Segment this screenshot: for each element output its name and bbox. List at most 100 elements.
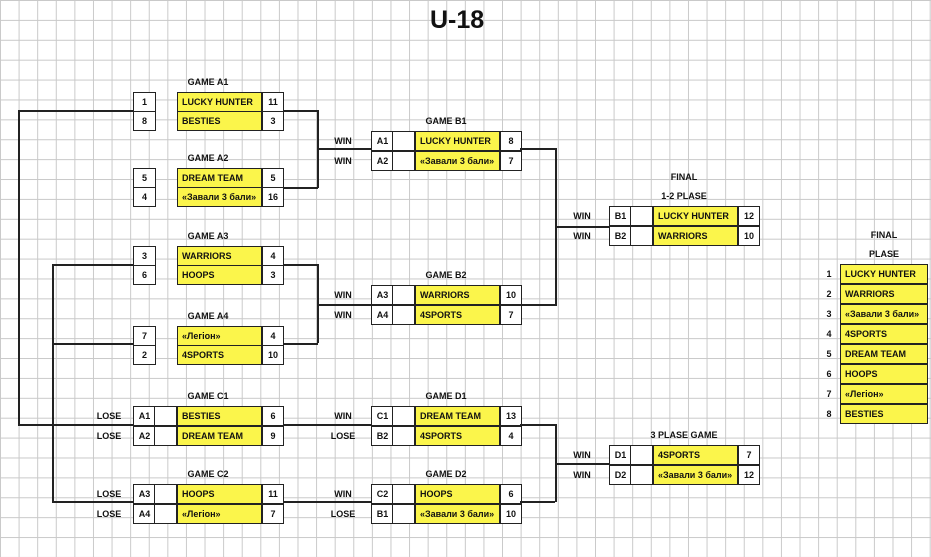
team-cell[interactable]: 4SPORTS <box>415 426 500 446</box>
blank-cell[interactable] <box>392 305 415 325</box>
source-cell[interactable]: A2 <box>371 151 394 171</box>
team-cell[interactable]: HOOPS <box>415 484 500 504</box>
blank-cell[interactable] <box>392 406 415 426</box>
score-cell[interactable]: 4 <box>262 246 284 266</box>
score-cell[interactable]: 4 <box>500 426 522 446</box>
blank-cell[interactable] <box>630 465 653 485</box>
standings-team[interactable]: LUCKY HUNTER <box>840 264 928 284</box>
score-cell[interactable]: 6 <box>262 406 284 426</box>
standings-team[interactable]: «Завали 3 бали» <box>840 304 928 324</box>
team-cell[interactable]: LUCKY HUNTER <box>415 131 500 151</box>
seed-cell[interactable]: 8 <box>133 111 156 131</box>
team-cell[interactable]: «Легіон» <box>177 504 262 524</box>
seed-cell[interactable]: 2 <box>133 345 156 365</box>
team-cell[interactable]: LUCKY HUNTER <box>653 206 738 226</box>
score-cell[interactable]: 7 <box>738 445 760 465</box>
source-cell[interactable]: D1 <box>609 445 632 465</box>
standings-team[interactable]: WARRIORS <box>840 284 928 304</box>
team-cell[interactable]: DREAM TEAM <box>177 168 262 188</box>
score-cell[interactable]: 5 <box>262 168 284 188</box>
seed-cell[interactable]: 3 <box>133 246 156 266</box>
team-cell[interactable]: BESTIES <box>177 111 262 131</box>
blank-cell[interactable] <box>392 131 415 151</box>
source-cell[interactable]: A3 <box>133 484 156 504</box>
score-cell[interactable]: 8 <box>500 131 522 151</box>
standings-team[interactable]: HOOPS <box>840 364 928 384</box>
blank-cell[interactable] <box>154 426 177 446</box>
team-cell[interactable]: WARRIORS <box>177 246 262 266</box>
seed-cell[interactable]: 4 <box>133 187 156 207</box>
source-cell[interactable]: B2 <box>609 226 632 246</box>
score-cell[interactable]: 16 <box>262 187 284 207</box>
source-cell[interactable]: C2 <box>371 484 394 504</box>
standings-team[interactable]: DREAM TEAM <box>840 344 928 364</box>
team-cell[interactable]: WARRIORS <box>415 285 500 305</box>
standings-team[interactable]: «Легіон» <box>840 384 928 404</box>
team-cell[interactable]: HOOPS <box>177 484 262 504</box>
blank-cell[interactable] <box>154 504 177 524</box>
source-cell[interactable]: B1 <box>609 206 632 226</box>
blank-cell[interactable] <box>154 406 177 426</box>
team-cell[interactable]: «Завали 3 бали» <box>415 151 500 171</box>
source-cell[interactable]: A4 <box>371 305 394 325</box>
standings-team[interactable]: BESTIES <box>840 404 928 424</box>
team-cell[interactable]: «Завали 3 бали» <box>653 465 738 485</box>
score-cell[interactable]: 3 <box>262 111 284 131</box>
team-cell[interactable]: BESTIES <box>177 406 262 426</box>
team-cell[interactable]: 4SPORTS <box>177 345 262 365</box>
team-cell[interactable]: WARRIORS <box>653 226 738 246</box>
source-cell[interactable]: A1 <box>371 131 394 151</box>
blank-cell[interactable] <box>630 226 653 246</box>
source-cell[interactable]: C1 <box>371 406 394 426</box>
team-cell[interactable]: DREAM TEAM <box>415 406 500 426</box>
team-cell[interactable]: «Легіон» <box>177 326 262 346</box>
result-tag: LOSE <box>96 509 122 519</box>
score-cell[interactable]: 12 <box>738 465 760 485</box>
source-cell[interactable]: B1 <box>371 504 394 524</box>
score-cell[interactable]: 7 <box>500 305 522 325</box>
score-cell[interactable]: 11 <box>262 92 284 112</box>
score-cell[interactable]: 10 <box>262 345 284 365</box>
source-cell[interactable]: D2 <box>609 465 632 485</box>
team-cell[interactable]: HOOPS <box>177 265 262 285</box>
score-cell[interactable]: 7 <box>500 151 522 171</box>
score-cell[interactable]: 11 <box>262 484 284 504</box>
score-cell[interactable]: 3 <box>262 265 284 285</box>
seed-cell[interactable]: 7 <box>133 326 156 346</box>
blank-cell[interactable] <box>392 504 415 524</box>
source-cell[interactable]: A2 <box>133 426 156 446</box>
seed-cell[interactable]: 6 <box>133 265 156 285</box>
team-cell[interactable]: «Завали 3 бали» <box>415 504 500 524</box>
team-cell[interactable]: 4SPORTS <box>653 445 738 465</box>
blank-cell[interactable] <box>392 484 415 504</box>
score-cell[interactable]: 10 <box>738 226 760 246</box>
blank-cell[interactable] <box>630 206 653 226</box>
score-cell[interactable]: 10 <box>500 285 522 305</box>
score-cell[interactable]: 13 <box>500 406 522 426</box>
seed-cell[interactable]: 1 <box>133 92 156 112</box>
score-cell[interactable]: 7 <box>262 504 284 524</box>
team-cell[interactable]: LUCKY HUNTER <box>177 92 262 112</box>
source-cell[interactable]: B2 <box>371 426 394 446</box>
score-cell[interactable]: 10 <box>500 504 522 524</box>
blank-cell[interactable] <box>154 484 177 504</box>
source-cell[interactable]: A3 <box>371 285 394 305</box>
blank-cell[interactable] <box>392 285 415 305</box>
source-cell[interactable]: A4 <box>133 504 156 524</box>
bracket-connector <box>317 264 319 343</box>
score-cell[interactable]: 6 <box>500 484 522 504</box>
score-cell[interactable]: 9 <box>262 426 284 446</box>
score-cell[interactable]: 4 <box>262 326 284 346</box>
team-cell[interactable]: «Завали 3 бали» <box>177 187 262 207</box>
team-cell[interactable]: DREAM TEAM <box>177 426 262 446</box>
blank-cell[interactable] <box>392 426 415 446</box>
team-cell[interactable]: 4SPORTS <box>415 305 500 325</box>
blank-cell[interactable] <box>392 151 415 171</box>
score-cell[interactable]: 12 <box>738 206 760 226</box>
standings-team[interactable]: 4SPORTS <box>840 324 928 344</box>
bracket-connector <box>52 501 133 503</box>
blank-cell[interactable] <box>630 445 653 465</box>
source-cell[interactable]: A1 <box>133 406 156 426</box>
seed-cell[interactable]: 5 <box>133 168 156 188</box>
